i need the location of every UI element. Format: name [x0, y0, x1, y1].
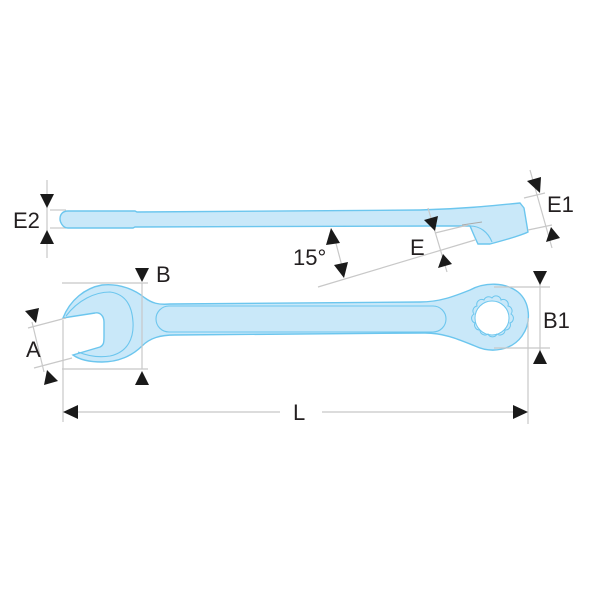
label-l: L: [293, 400, 305, 425]
arrow-up-icon: [44, 370, 58, 385]
dimension-l: L: [62, 318, 529, 425]
arrow-up-icon: [533, 350, 547, 364]
arrow-down-icon: [527, 177, 541, 193]
dimension-e2: E2: [13, 180, 66, 258]
dimension-e1: E1: [523, 169, 574, 249]
dimension-angle: 15°: [293, 228, 476, 288]
label-b: B: [156, 262, 171, 287]
arrow-down-icon: [135, 268, 149, 282]
dimension-e: E: [410, 207, 469, 273]
ring-opening: [474, 300, 510, 336]
arrow-down-icon: [334, 262, 348, 278]
dimension-b1: B1: [494, 271, 570, 364]
dimension-b: B: [62, 262, 171, 385]
label-angle: 15°: [293, 245, 326, 270]
arrow-up-icon: [326, 228, 340, 245]
arrow-down-icon: [25, 308, 39, 323]
dimension-a: A: [25, 308, 73, 385]
label-e: E: [410, 235, 425, 260]
arrow-up-icon: [40, 230, 54, 244]
arrow-up-icon: [438, 254, 452, 268]
arrow-down-icon: [424, 216, 438, 231]
wrench-side-body: [59, 202, 529, 245]
arrow-left-icon: [63, 405, 78, 419]
label-e2: E2: [13, 208, 40, 233]
arrow-down-icon: [533, 271, 547, 285]
wrench-top-body: [61, 283, 529, 363]
arrow-down-icon: [40, 194, 54, 208]
arrow-up-icon: [546, 227, 560, 242]
label-e1: E1: [547, 192, 574, 217]
arrow-right-icon: [513, 405, 528, 419]
label-a: A: [26, 337, 41, 362]
top-view: B A B1 L: [25, 262, 570, 425]
side-view: E2 15° E: [13, 169, 574, 288]
arrow-up-icon: [135, 371, 149, 385]
label-b1: B1: [543, 308, 570, 333]
